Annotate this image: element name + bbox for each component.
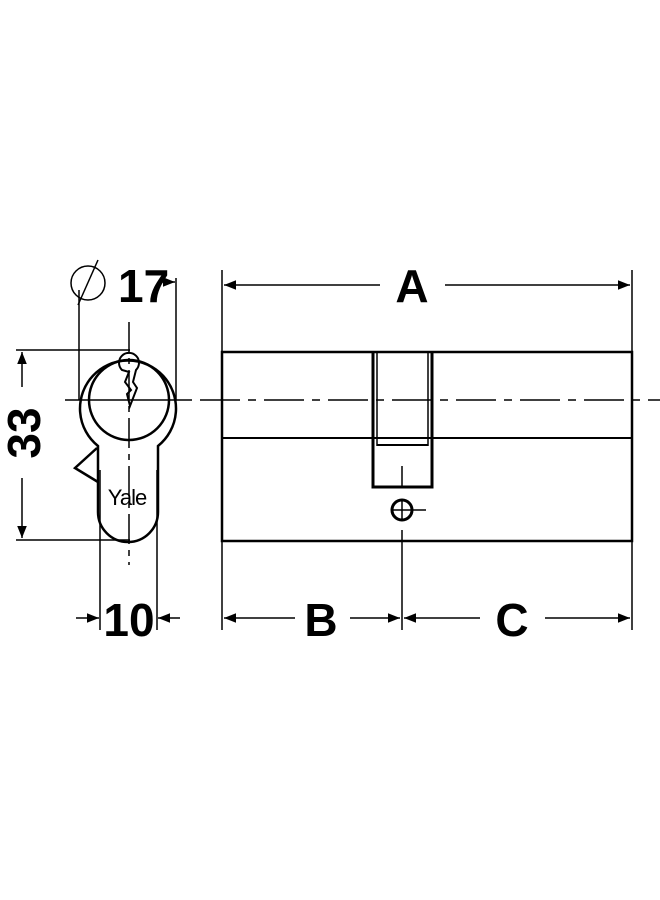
dimension-b-label: B (304, 594, 337, 646)
height-label: 33 (0, 407, 50, 458)
cam (72, 447, 99, 484)
dimension-a-label: A (395, 260, 428, 312)
diameter-symbol-icon (70, 265, 106, 301)
width-label: 10 (103, 594, 154, 646)
diameter-label: 17 (118, 260, 169, 312)
side-view (200, 270, 660, 630)
front-view (16, 259, 192, 630)
dimension-c-label: C (495, 594, 528, 646)
keyway (118, 351, 140, 410)
cylinder-body (220, 350, 634, 543)
brand-logo: Yale (108, 485, 147, 510)
cylinder-profile (78, 359, 178, 544)
